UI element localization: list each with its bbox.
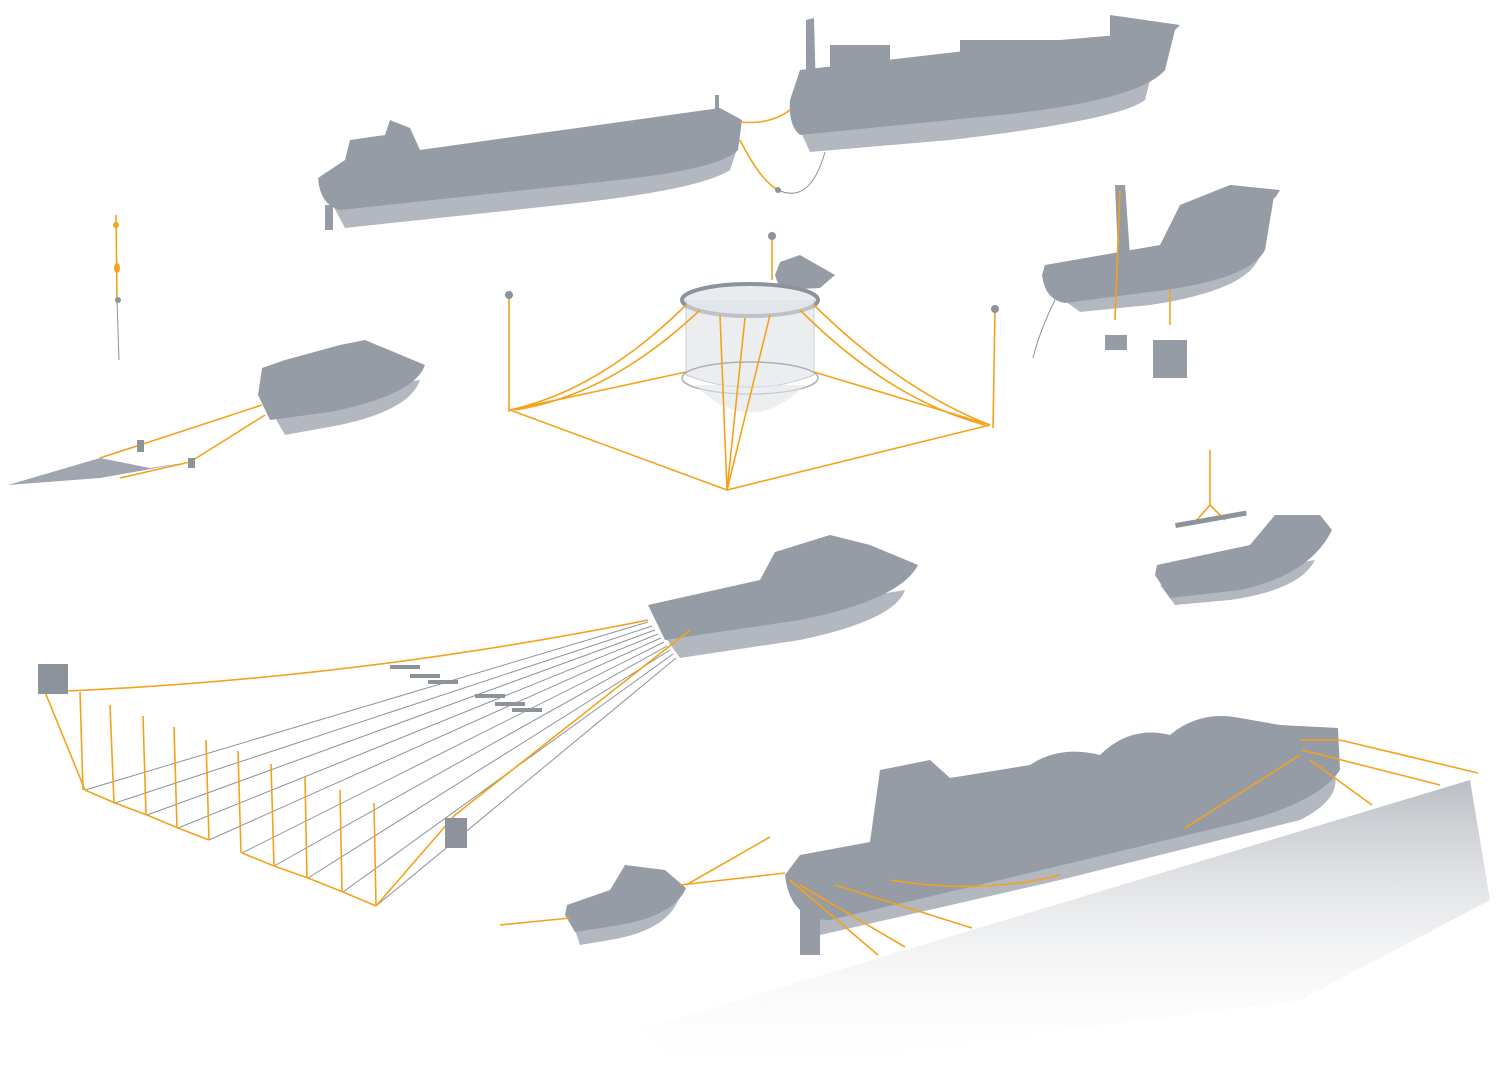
offshore-construction-vessel [1032, 185, 1280, 378]
loading-hose-grey [777, 151, 826, 194]
seismic-vessel [38, 535, 918, 907]
supply-vessel [1155, 450, 1332, 605]
fish-farm-cage [505, 232, 999, 491]
quay-shadow [640, 780, 1490, 1077]
fpso [789, 15, 1180, 152]
lng-carrier [785, 716, 1479, 956]
tug [499, 836, 786, 945]
loading-hose [739, 139, 779, 191]
buoy [775, 187, 781, 193]
shuttle-tanker [318, 95, 742, 230]
marker-buoy [113, 214, 121, 361]
transfer-hose [739, 109, 791, 124]
fishing-trawler [8, 340, 425, 485]
